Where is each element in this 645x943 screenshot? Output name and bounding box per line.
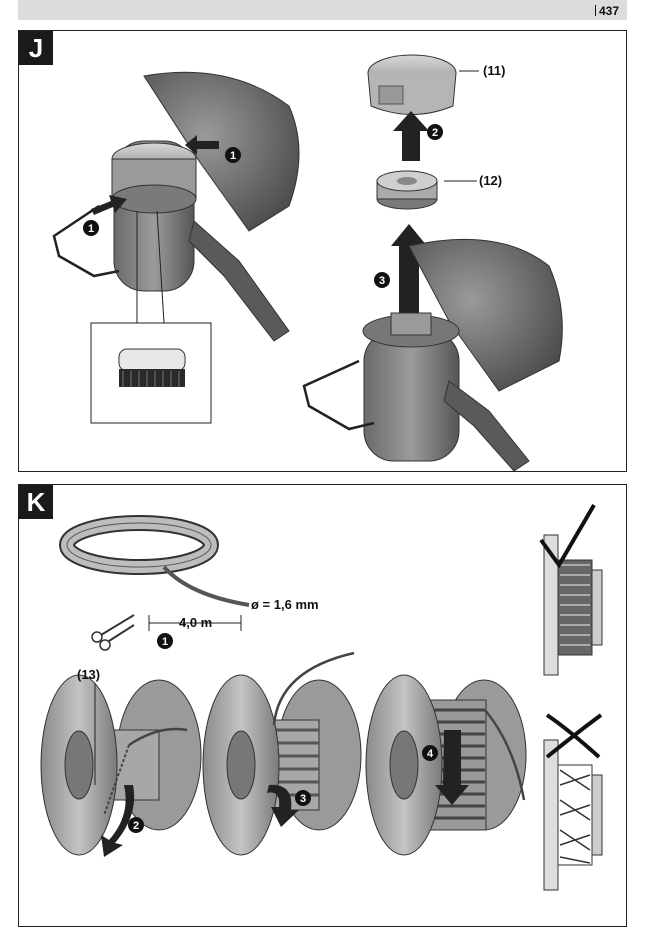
arrow-pull-spool: [391, 224, 427, 321]
svg-text:3: 3: [300, 793, 306, 805]
svg-text:4: 4: [427, 748, 434, 760]
trimmer-head-left: [54, 72, 299, 341]
label-spool-13: (13): [77, 667, 100, 682]
line-length: 4,0 m: [179, 615, 212, 630]
svg-text:1: 1: [88, 223, 94, 235]
trimmer-line-coil: [67, 523, 249, 605]
svg-text:1: 1: [162, 636, 168, 648]
scissors-icon: [92, 615, 134, 650]
panel-j-illustration: 1 1 (11) 2: [19, 31, 626, 471]
line-diameter: ø = 1,6 mm: [251, 597, 319, 612]
spool-cap-11: [368, 55, 456, 115]
svg-text:2: 2: [432, 127, 438, 139]
figure-panel-k: K ø = 1,6 mm 4,0 m 1: [18, 484, 627, 927]
spool-12: [377, 171, 437, 209]
label-cap-11: (11): [483, 63, 505, 78]
panel-k-illustration: ø = 1,6 mm 4,0 m 1 (13) 2: [19, 485, 626, 926]
figure-panel-j: J 1 1: [18, 30, 627, 472]
incorrect-winding-example: [544, 740, 602, 890]
cross-icon: [547, 715, 601, 757]
arrow-lift-cap: [393, 111, 429, 161]
page-number: 437: [595, 4, 619, 18]
cleaning-brush-icon: [119, 349, 185, 387]
svg-text:1: 1: [230, 150, 236, 162]
page-header-bar: [18, 0, 627, 20]
trimmer-head-right: [304, 239, 562, 471]
label-spool-12: (12): [479, 173, 502, 188]
svg-text:3: 3: [379, 275, 385, 287]
svg-text:2: 2: [133, 820, 139, 832]
